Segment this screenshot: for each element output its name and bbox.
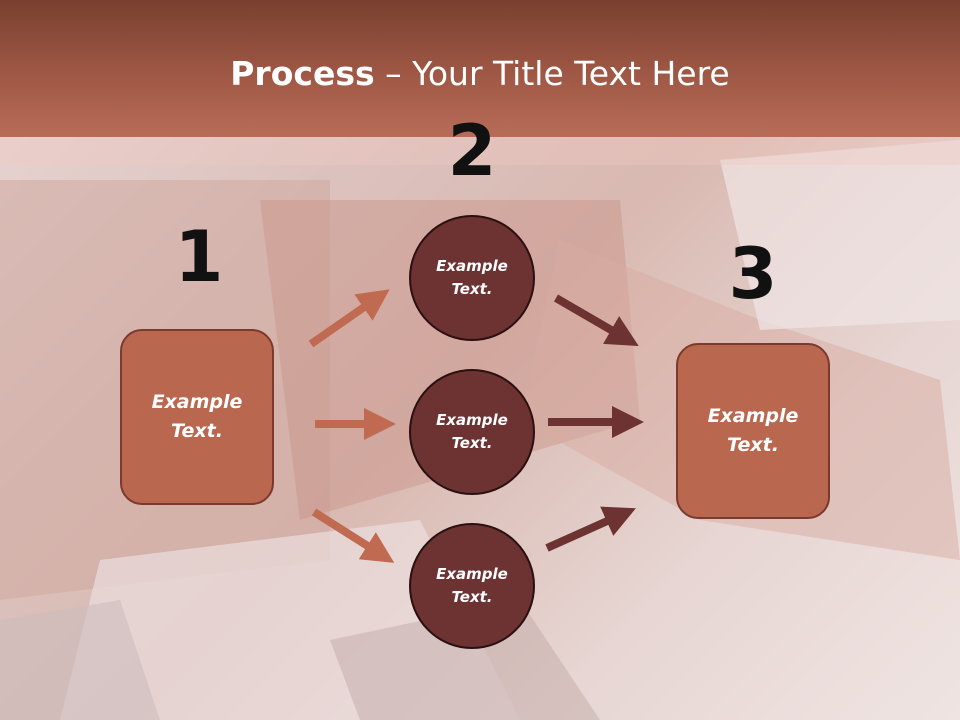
- slide-title: Process – Your Title Text Here: [0, 54, 960, 94]
- circle-middle[interactable]: Example Text.: [409, 369, 535, 495]
- left-box[interactable]: Example Text.: [120, 329, 274, 505]
- circle-bottom[interactable]: Example Text.: [409, 523, 535, 649]
- arrow-bottom-to-right: [545, 506, 636, 552]
- right-box-label: Example Text.: [707, 405, 799, 456]
- arrow-left-to-top: [308, 289, 390, 348]
- title-dash: –: [374, 54, 413, 93]
- title-bold: Process: [230, 54, 375, 93]
- step-number-2: 2: [447, 110, 497, 192]
- circle-middle-label: Example Text.: [436, 411, 508, 452]
- arrow-top-to-right: [553, 294, 639, 347]
- arrow-left-to-bottom: [311, 508, 395, 563]
- circle-top-label: Example Text.: [436, 257, 508, 298]
- title-bar: [0, 0, 960, 165]
- left-box-label: Example Text.: [151, 391, 243, 442]
- step-number-1: 1: [174, 216, 224, 298]
- circle-bottom-label: Example Text.: [436, 565, 508, 606]
- step-number-3: 3: [728, 233, 778, 315]
- circle-top[interactable]: Example Text.: [409, 215, 535, 341]
- title-rest: Your Title Text Here: [412, 54, 730, 93]
- right-box[interactable]: Example Text.: [676, 343, 830, 519]
